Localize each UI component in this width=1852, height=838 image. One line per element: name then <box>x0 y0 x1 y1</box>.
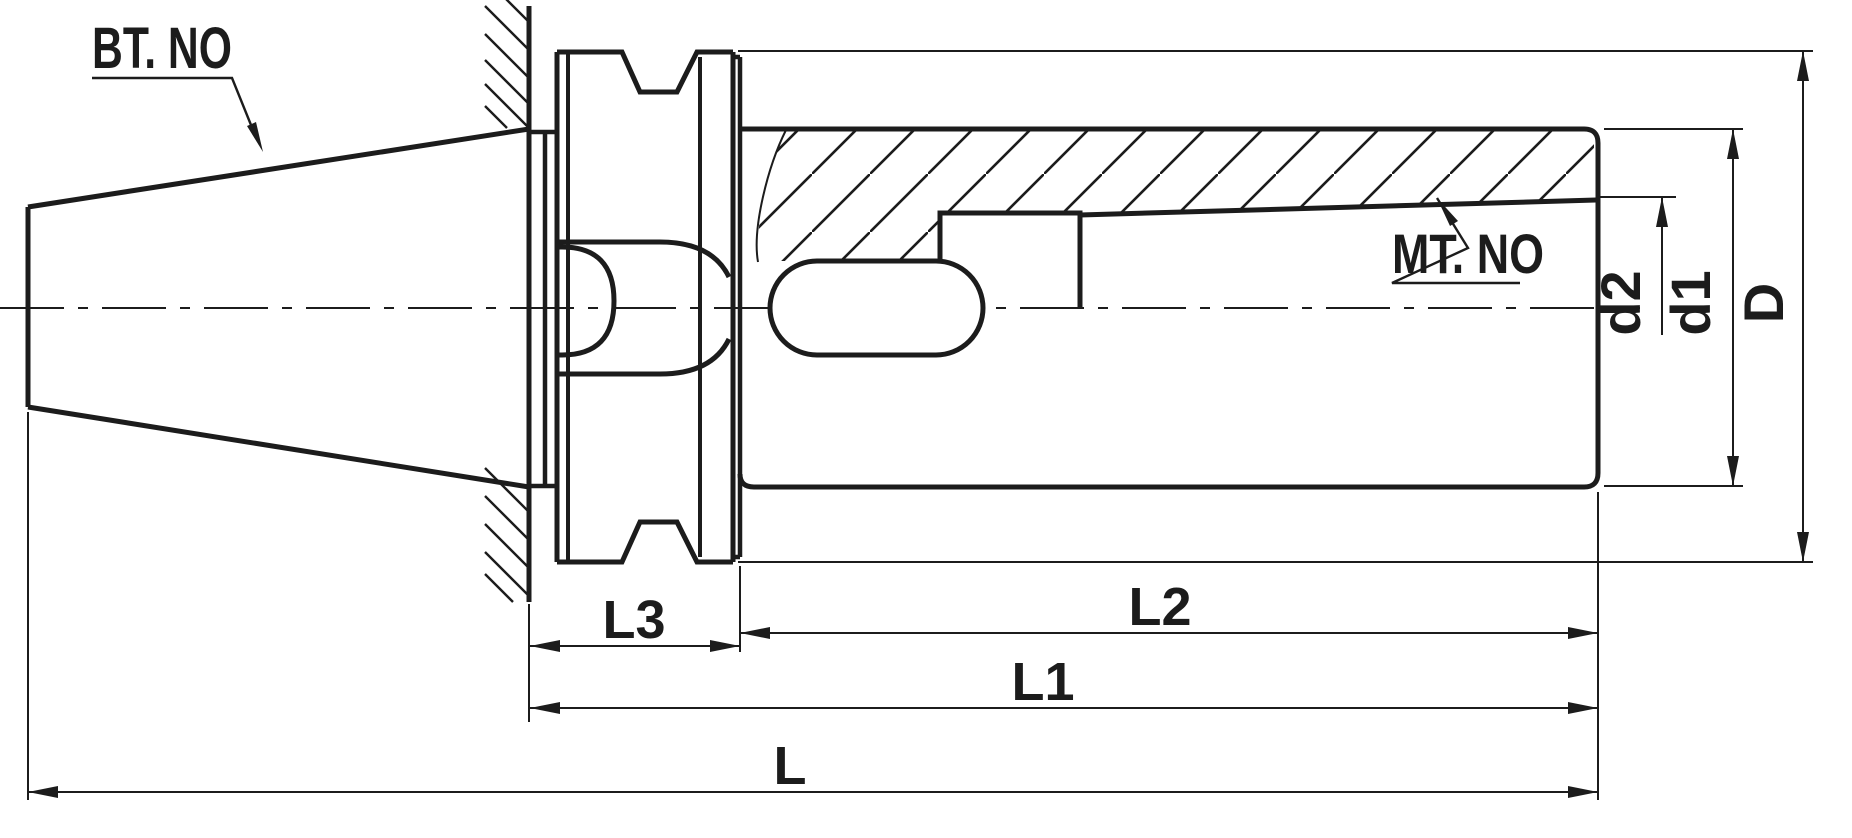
body-outline <box>737 126 1601 490</box>
morse-taper-line <box>1079 197 1597 218</box>
dimension-arrowheads <box>28 51 1809 798</box>
dim-label-d2: d2 <box>1589 270 1652 335</box>
dim-label-l: L <box>774 736 807 796</box>
flange-bore-profile <box>557 239 732 377</box>
spindle-wall-hatch-bottom <box>484 467 530 603</box>
dim-label-l2: L2 <box>1128 577 1191 637</box>
bt-shank-label: BT. NO <box>92 16 232 81</box>
flange-body-neck <box>730 54 743 560</box>
tang-slot-notch <box>937 210 1083 308</box>
section-hatch-area <box>758 131 1594 261</box>
extension-lines <box>27 50 1813 800</box>
gauge-collar <box>531 129 557 489</box>
drift-slot <box>767 258 986 358</box>
dim-label-l1: L1 <box>1011 652 1074 712</box>
spindle-wall-hatch-top <box>484 0 530 129</box>
bt-leader-line <box>92 76 253 126</box>
dim-label-d1: d1 <box>1659 270 1722 335</box>
bt-leader-arrow <box>247 122 263 152</box>
dim-label-l3: L3 <box>602 590 665 650</box>
mt-leader-arrow <box>1437 198 1458 226</box>
mt-socket-label: MT. NO <box>1392 222 1544 285</box>
break-line <box>755 129 787 263</box>
dimension-lines <box>28 51 1804 793</box>
bt-taper-shank-outline <box>25 126 530 490</box>
dim-label-d: D <box>1732 283 1795 323</box>
